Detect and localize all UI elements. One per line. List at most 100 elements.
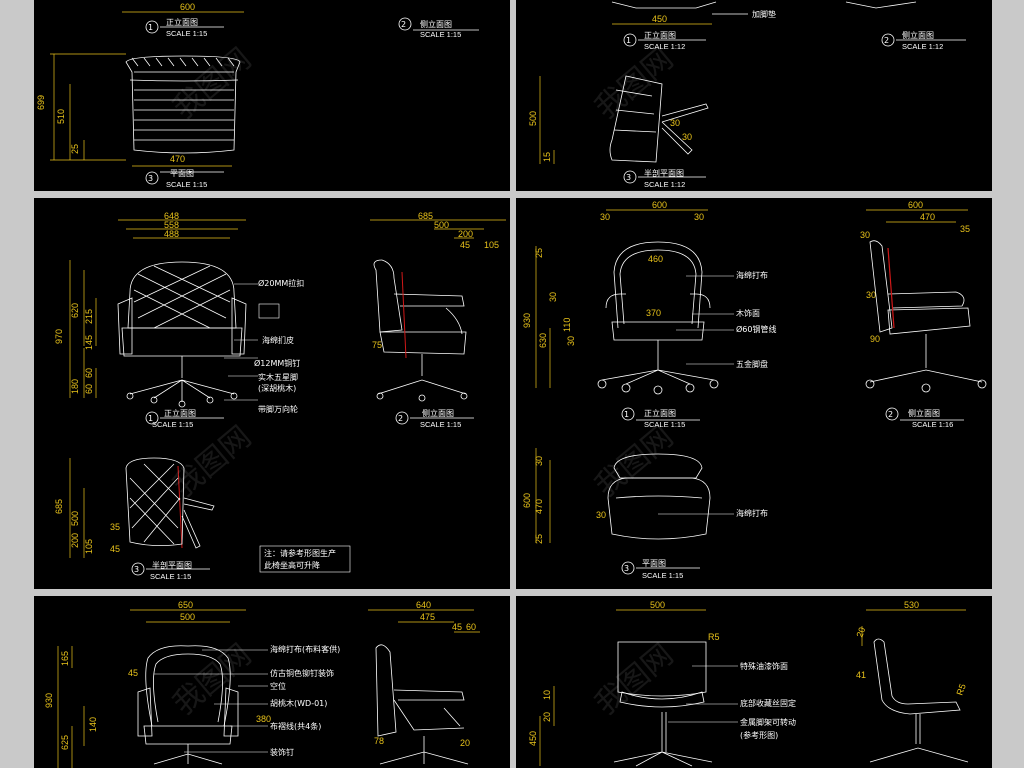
view-title: 平面图 [170,169,194,178]
view-scale: SCALE 1:15 [644,420,685,429]
view-title: 平面图 [642,559,666,568]
dim-plan: 200 [70,533,80,548]
chair-plan-outline [125,55,241,154]
annotation-label: Ø60钢管线 [736,324,776,334]
view-number: 1 [148,414,153,423]
note-text: 注：请参考形图生产 [264,548,336,558]
view-title: 正立面图 [644,30,676,40]
dim-side: 90 [870,334,880,344]
dim-side: 600 [908,200,923,210]
dim-height: 145 [84,335,94,350]
drawing-panel-6: 500 530 R5 20 10 20 450 41 R5 特殊油漆饰面 底部收… [516,596,992,768]
drawing-panel-2: 450 500 15 30 30 加脚垫 1 正立面图 SCALE 1:12 2… [516,0,992,191]
view-title: 侧立面图 [422,408,454,418]
dim-detail: 20 [460,738,470,748]
annotation-label: 仿古铜色铆钉装饰 [270,668,334,678]
watermark: 我图网 [589,419,680,504]
view-scale: SCALE 1:12 [902,42,943,51]
view-number: 2 [884,36,889,45]
dim-width: 470 [170,154,185,164]
dim-height: 500 [528,111,538,126]
view-scale: SCALE 1:15 [152,420,193,429]
dim-width: 530 [904,600,919,610]
chair-drawing-2: 450 500 15 30 30 加脚垫 1 正立面图 SCALE 1:12 2… [528,1,966,189]
dim-plan: 25 [534,534,544,544]
view-number: 1 [624,410,629,419]
dim-detail: 30 [600,212,610,222]
chair-side-view [373,259,468,402]
view-title: 半剖平面图 [152,560,192,570]
dim-height: 930 [522,313,532,328]
view-number: 3 [624,564,629,573]
watermark: 我图网 [589,637,680,722]
annotation-label: 空位 [270,681,286,691]
dim-depth: 200 [458,229,473,239]
chair-front-view [117,261,247,408]
chair-drawing-5: 650 500 640 475 45 60 165 45 930 140 625… [44,600,480,768]
dim-plan: 470 [534,499,544,514]
annotation-label: (深胡桃木) [258,383,296,393]
dim-plan: 30 [534,456,544,466]
drawing-panel-5: 650 500 640 475 45 60 165 45 930 140 625… [34,596,510,768]
dim-detail: 45 [128,668,138,678]
dim-depth: 475 [420,612,435,622]
annotation-label: 特殊油漆饰面 [740,661,788,671]
dim-height: 930 [44,693,54,708]
annotation-label: 实木五星脚 [258,372,298,382]
view-title: 半剖平面图 [644,168,684,178]
dim-height: 215 [84,309,94,324]
dim-plan: 35 [110,522,120,532]
dim-side: 470 [920,212,935,222]
dim-detail: 20 [854,626,867,639]
chair-drawing-1: 600 699 510 25 470 1 正立面图 SCALE 1:15 2 侧… [36,2,479,189]
dim-side: 35 [960,224,970,234]
watermark: 我图网 [167,41,258,126]
annotation-label: 胡桃木(WD-01) [270,698,327,708]
dim-top: 600 [180,2,195,12]
chair-front-view [137,645,239,765]
dim-depth: 685 [418,211,433,221]
drawing-panel-4: 600 30 30 460 370 930 25 30 110 630 30 6… [516,198,992,589]
view-scale: SCALE 1:12 [644,180,685,189]
chair-front-view [597,241,719,395]
drawing-panel-3: 648 558 488 685 500 200 105 45 970 620 2… [34,198,510,589]
dim-height: 620 [70,303,80,318]
dim-back: 460 [648,254,663,264]
annotation-label: 加脚垫 [752,9,776,19]
annotation-label: 海绵打布 [736,270,768,280]
view-scale: SCALE 1:15 [420,420,461,429]
view-scale: SCALE 1:12 [644,42,685,51]
annotation-label: 底部收藏丝固定 [740,698,796,708]
annotation-label: (参考形图) [740,730,778,740]
dim-radius: R5 [954,682,967,696]
dim-width: 558 [164,220,179,230]
view-scale: SCALE 1:15 [166,180,207,189]
annotation-label: Ø20MM拉扣 [258,278,304,288]
view-scale: SCALE 1:15 [642,571,683,580]
dim-height: 30 [566,336,576,346]
chair-section-outline [609,75,709,163]
dim-plan: 105 [84,539,94,554]
view-scale: SCALE 1:15 [150,572,191,581]
view-number: 3 [626,173,631,182]
annotation-label: 布褶线(共4条) [270,721,321,731]
view-number: 2 [888,410,893,419]
dim-height: 25 [534,248,544,258]
dim-width: 650 [178,600,193,610]
dim-seat: 370 [646,308,661,318]
chair-section-plan [125,457,215,549]
annotation-label: 金属脚架可转动 [740,717,796,727]
dim-plan: 685 [54,499,64,514]
dim-angle: 30 [682,132,692,142]
annotation-label: 海绵扪皮 [262,335,294,345]
dim-height: 140 [88,717,98,732]
view-number: 1 [148,23,153,32]
dim-seat: 510 [56,109,66,124]
annotation-label: 五金脚盘 [736,359,768,369]
dim-height: 165 [60,651,70,666]
watermark: 我图网 [167,419,258,504]
dim-detail: 380 [256,714,271,724]
dim-detail: 41 [856,670,866,680]
view-title: 侧立面图 [420,19,452,29]
chair-drawing-6: 500 530 R5 20 10 20 450 41 R5 特殊油漆饰面 底部收… [528,600,969,767]
